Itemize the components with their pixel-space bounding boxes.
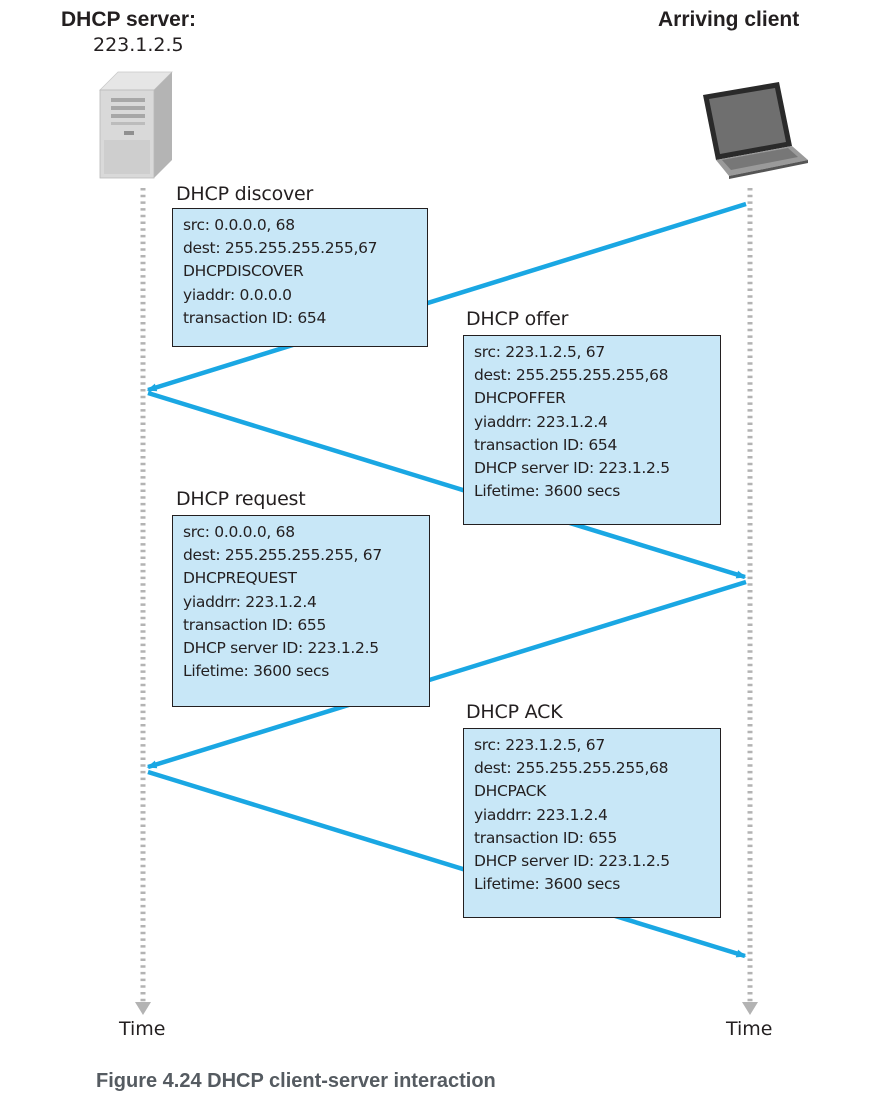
msg-line: Lifetime: 3600 secs [183,662,329,681]
msg-line: transaction ID: 655 [183,615,327,634]
msg-line: Lifetime: 3600 secs [474,482,620,501]
msg-line: src: 0.0.0.0, 68 [183,523,295,541]
msg-title-request: DHCP request [176,488,306,510]
msg-box-offer: src: 223.1.2.5, 67 dest: 255.255.255.255… [463,335,721,525]
msg-line: yiaddrr: 223.1.2.4 [183,592,317,611]
client-time-label: Time [726,1018,773,1040]
msg-box-discover: src: 0.0.0.0, 68 dest: 255.255.255.255,6… [172,208,428,347]
msg-line: yiaddrr: 223.1.2.4 [474,412,608,431]
msg-line: DHCPREQUEST [183,569,297,588]
server-time-label: Time [119,1018,166,1040]
server-address: 223.1.2.5 [93,34,184,56]
msg-title-discover: DHCP discover [176,183,314,205]
arrow-request [146,579,747,770]
msg-box-ack: src: 223.1.2.5, 67 dest: 255.255.255.255… [463,728,721,918]
msg-line: transaction ID: 654 [183,308,327,327]
msg-line: Lifetime: 3600 secs [474,875,620,894]
msg-line: yiaddrr: 223.1.2.4 [474,805,608,824]
client-title: Arriving client [658,8,800,31]
arrow-ack [147,769,747,959]
msg-line: DHCPOFFER [474,389,566,408]
msg-line: DHCP server ID: 223.1.2.5 [474,459,670,478]
msg-line: dest: 255.255.255.255,67 [183,239,378,258]
msg-line: DHCP server ID: 223.1.2.5 [474,852,670,871]
msg-line: DHCPDISCOVER [183,262,304,281]
arrow-offer [147,390,747,580]
msg-line: src: 223.1.2.5, 67 [474,736,605,754]
figure-caption: Figure 4.24 DHCP client-server interacti… [96,1070,496,1092]
msg-title-ack: DHCP ACK [466,701,563,723]
msg-line: dest: 255.255.255.255,68 [474,366,669,385]
msg-line: transaction ID: 655 [474,828,618,847]
arrow-discover [146,201,747,393]
msg-box-request: src: 0.0.0.0, 68 dest: 255.255.255.255, … [172,515,430,707]
msg-line: src: 223.1.2.5, 67 [474,343,605,361]
msg-line: yiaddr: 0.0.0.0 [183,285,292,304]
server-tower-icon [99,71,173,179]
server-title: DHCP server: [61,8,197,31]
laptop-icon [703,82,808,179]
msg-line: transaction ID: 654 [474,435,618,454]
server-time-arrowhead [135,1002,151,1015]
client-time-arrowhead [742,1002,758,1015]
msg-line: DHCPACK [474,782,546,801]
msg-line: dest: 255.255.255.255,68 [474,759,669,778]
msg-line: dest: 255.255.255.255, 67 [183,546,382,565]
msg-title-offer: DHCP offer [466,308,569,330]
msg-line: src: 0.0.0.0, 68 [183,216,295,234]
msg-line: DHCP server ID: 223.1.2.5 [183,639,379,658]
